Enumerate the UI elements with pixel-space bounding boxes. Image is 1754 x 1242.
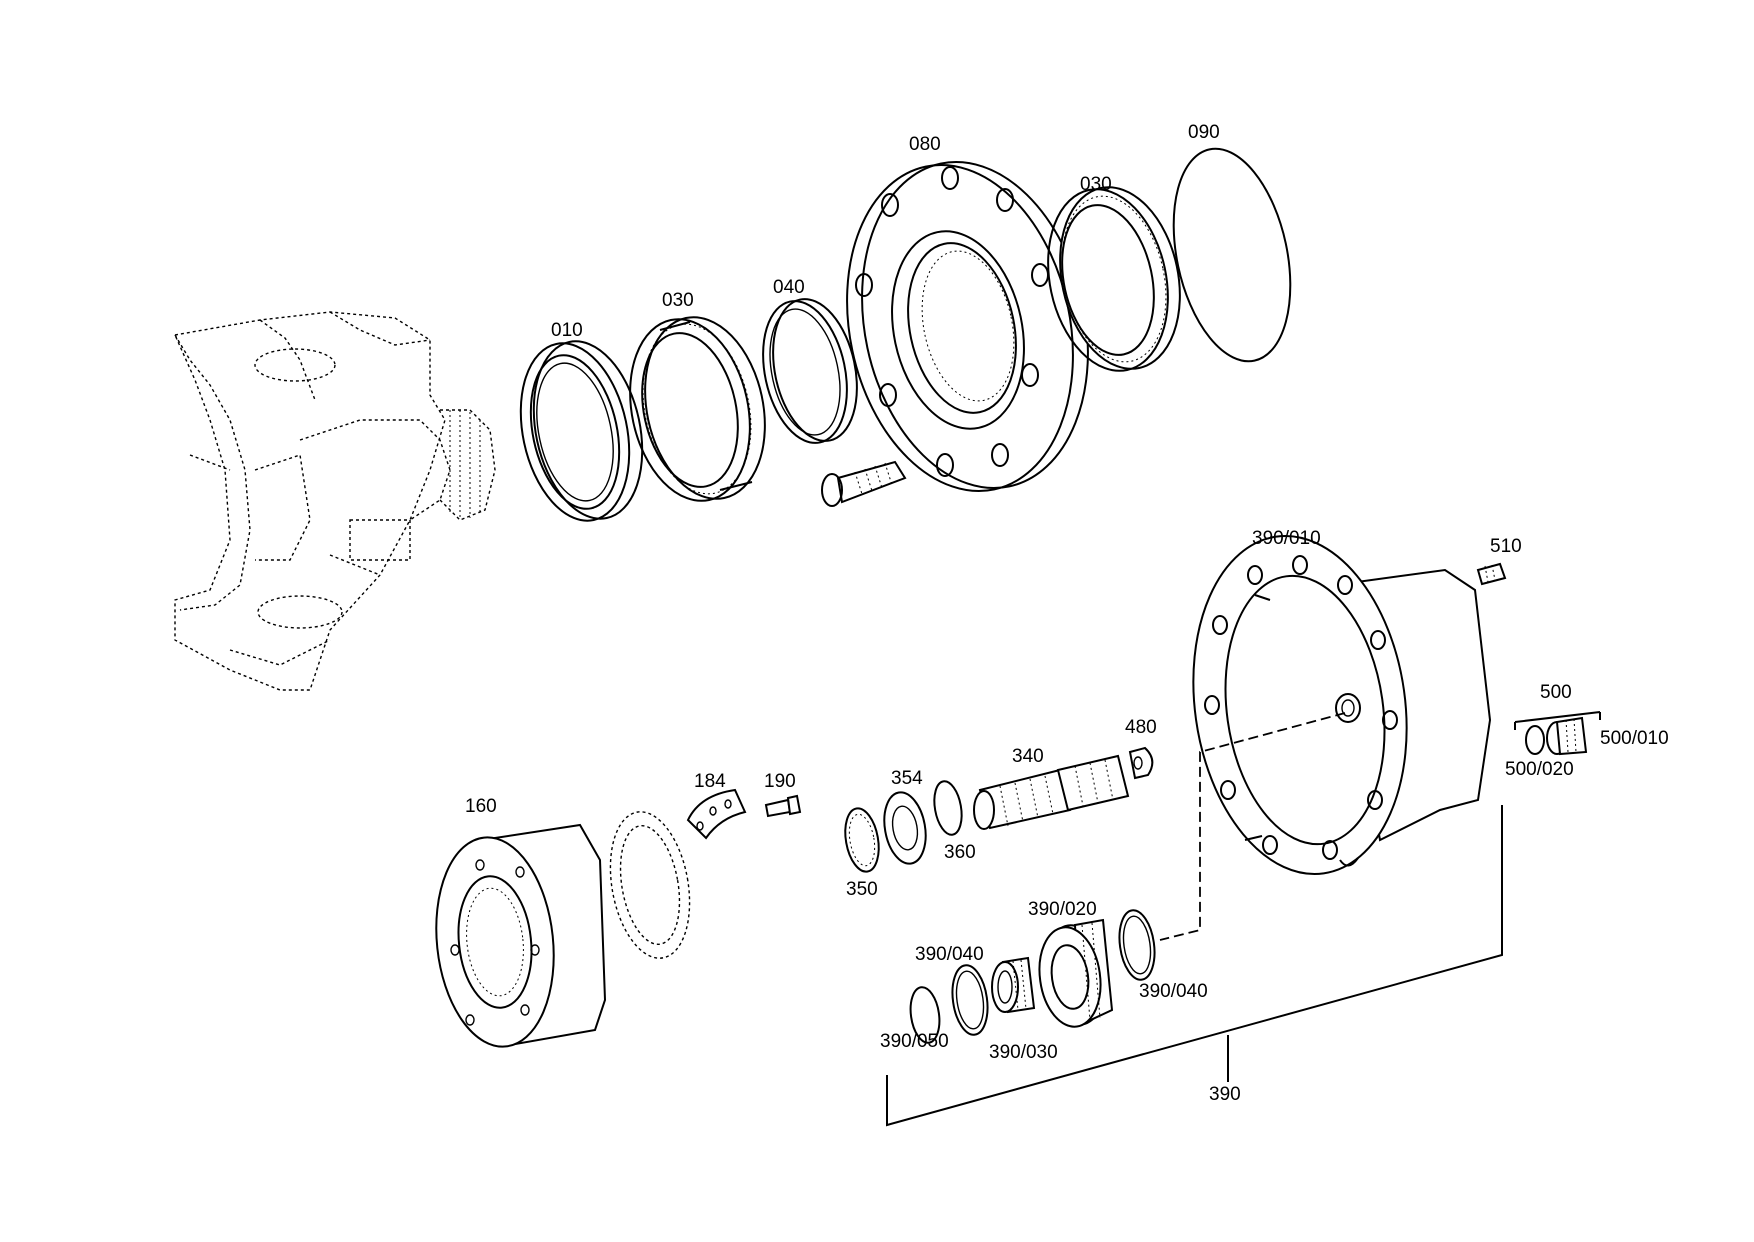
part-510-screw <box>1476 562 1507 586</box>
ghost-thrust-ring <box>609 811 691 959</box>
part-480-tab-washer <box>1128 746 1154 780</box>
knuckle-housing-ghost <box>173 311 496 691</box>
label-040: 040 <box>773 277 805 298</box>
part-040-ring <box>762 298 858 444</box>
part-390-040-ring-left <box>951 964 989 1036</box>
label-354: 354 <box>891 768 923 789</box>
label-390: 390 <box>1209 1084 1241 1105</box>
part-390-030-needle-bearing <box>991 956 1036 1014</box>
label-390-020: 390/020 <box>1028 899 1097 920</box>
label-390-040-right: 390/040 <box>1139 981 1208 1002</box>
label-500: 500 <box>1540 682 1572 703</box>
label-350: 350 <box>846 879 878 900</box>
part-500-plug <box>1514 711 1601 756</box>
label-010: 010 <box>551 320 583 341</box>
part-184-lock-plate <box>686 788 747 840</box>
label-390-010: 390/010 <box>1252 528 1321 549</box>
label-080: 080 <box>909 134 941 155</box>
label-500-010: 500/010 <box>1600 728 1669 749</box>
label-360: 360 <box>944 842 976 863</box>
stud-bolt <box>821 460 907 507</box>
part-350-ring <box>844 807 880 873</box>
label-090: 090 <box>1188 122 1220 143</box>
label-184: 184 <box>694 771 726 792</box>
part-390-020-planet-gear <box>1038 918 1114 1028</box>
part-390-010-housing <box>1192 535 1492 875</box>
part-010-seal-ring <box>519 340 644 522</box>
label-030-right: 030 <box>1080 174 1112 195</box>
part-190-bolt <box>764 794 802 818</box>
label-510: 510 <box>1490 536 1522 557</box>
label-390-030: 390/030 <box>989 1042 1058 1063</box>
part-390-050-snap-ring <box>909 986 941 1044</box>
assembly-axis-line <box>1159 712 1346 941</box>
label-160: 160 <box>465 796 497 817</box>
label-390-040-left: 390/040 <box>915 944 984 965</box>
part-080-hub-flange <box>846 160 1089 493</box>
part-090-o-ring <box>1172 147 1292 363</box>
label-500-020: 500/020 <box>1505 759 1574 780</box>
label-390-050: 390/050 <box>880 1031 949 1052</box>
part-360-snap-ring <box>933 780 963 836</box>
part-354-washer <box>883 791 927 865</box>
part-030-bearing-right <box>1047 186 1181 372</box>
part-390-040-ring-right <box>1118 909 1156 981</box>
label-480: 480 <box>1125 717 1157 738</box>
label-030-left: 030 <box>662 290 694 311</box>
group-390-bracket <box>886 805 1503 1127</box>
part-340-sun-shaft <box>973 754 1130 830</box>
label-190: 190 <box>764 771 796 792</box>
part-030-bearing-left <box>629 316 766 502</box>
part-160-ring-gear <box>435 823 607 1048</box>
label-340: 340 <box>1012 746 1044 767</box>
